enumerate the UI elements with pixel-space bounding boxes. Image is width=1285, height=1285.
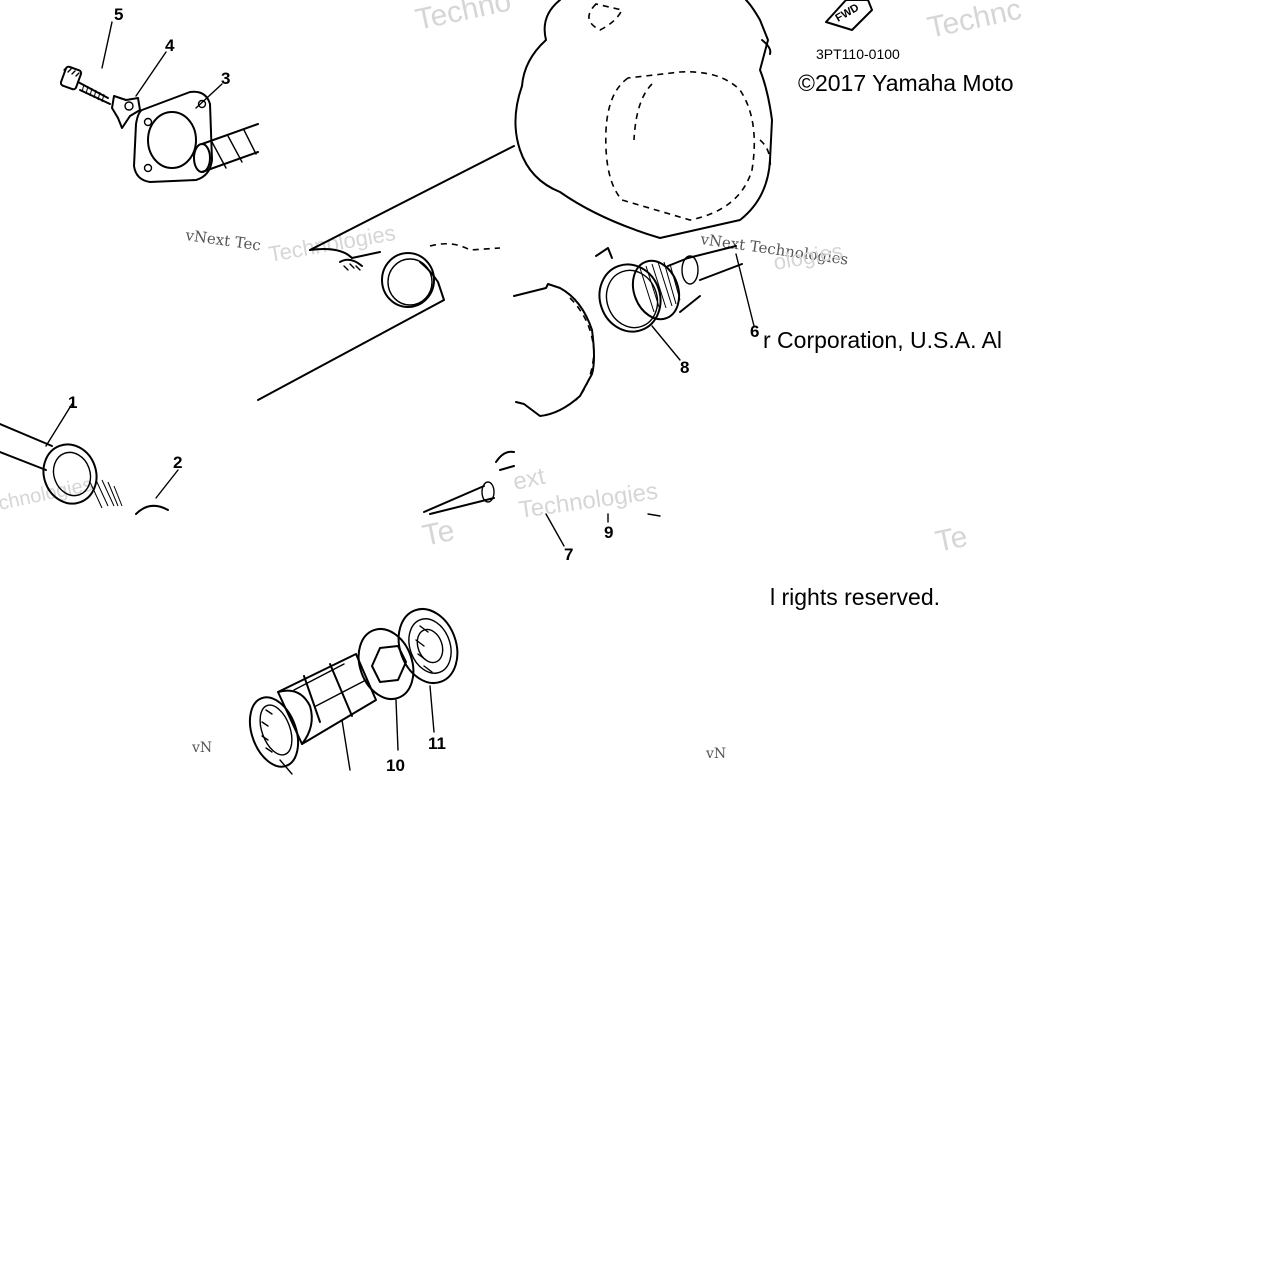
callout-numbers: 1 2 3 4 5 6 7 8 9 10 11 <box>68 5 759 775</box>
crankcase-outline <box>309 0 773 251</box>
watermark-vn-left: vN <box>191 740 212 756</box>
callout-7: 7 <box>564 545 573 564</box>
right-case-outline <box>513 247 613 417</box>
watermark-te-left: Te <box>420 514 458 553</box>
fwd-label: FWD <box>834 2 862 25</box>
watermark-vn-right: vN <box>705 746 726 762</box>
callout-4: 4 <box>165 36 175 55</box>
callout-6: 6 <box>750 322 759 341</box>
part-9-leader <box>607 513 661 523</box>
callout-10: 10 <box>386 756 405 775</box>
part-8-oring <box>598 263 681 361</box>
callout-3: 3 <box>221 69 230 88</box>
part-3-plate <box>133 83 259 183</box>
part-6-gear-shaft <box>631 245 755 327</box>
part-7-shaft <box>423 450 565 547</box>
watermark-next: ext <box>511 463 548 496</box>
watermark-vnext-left: vNext Tec <box>183 226 262 255</box>
callout-1: 1 <box>68 393 77 412</box>
tile-masks <box>258 0 516 258</box>
watermark-te-right: Te <box>933 520 971 559</box>
callout-5: 5 <box>114 5 123 24</box>
part-5-bolt <box>59 21 113 105</box>
callout-8: 8 <box>680 358 689 377</box>
part-2-washer <box>135 469 179 515</box>
lower-assembly <box>248 608 459 775</box>
part-1-shaft-bearing <box>0 403 123 509</box>
watermark-techno-right: Technc <box>925 0 1025 45</box>
middle-case-block <box>257 242 501 401</box>
callout-9: 9 <box>604 523 613 542</box>
diagram-code: 3PT110-0100 <box>816 46 900 62</box>
part-4-bracket <box>111 51 167 129</box>
callout-2: 2 <box>173 453 182 472</box>
callout-11: 11 <box>428 734 446 753</box>
copyright-line-3: l rights reserved. <box>770 584 940 610</box>
circlip-ring-left <box>381 252 435 308</box>
fwd-arrow-icon: FWD <box>825 0 873 31</box>
copyright-line-2: r Corporation, U.S.A. Al <box>763 327 1002 353</box>
copyright-line-1: ©2017 Yamaha Moto <box>798 70 1014 96</box>
